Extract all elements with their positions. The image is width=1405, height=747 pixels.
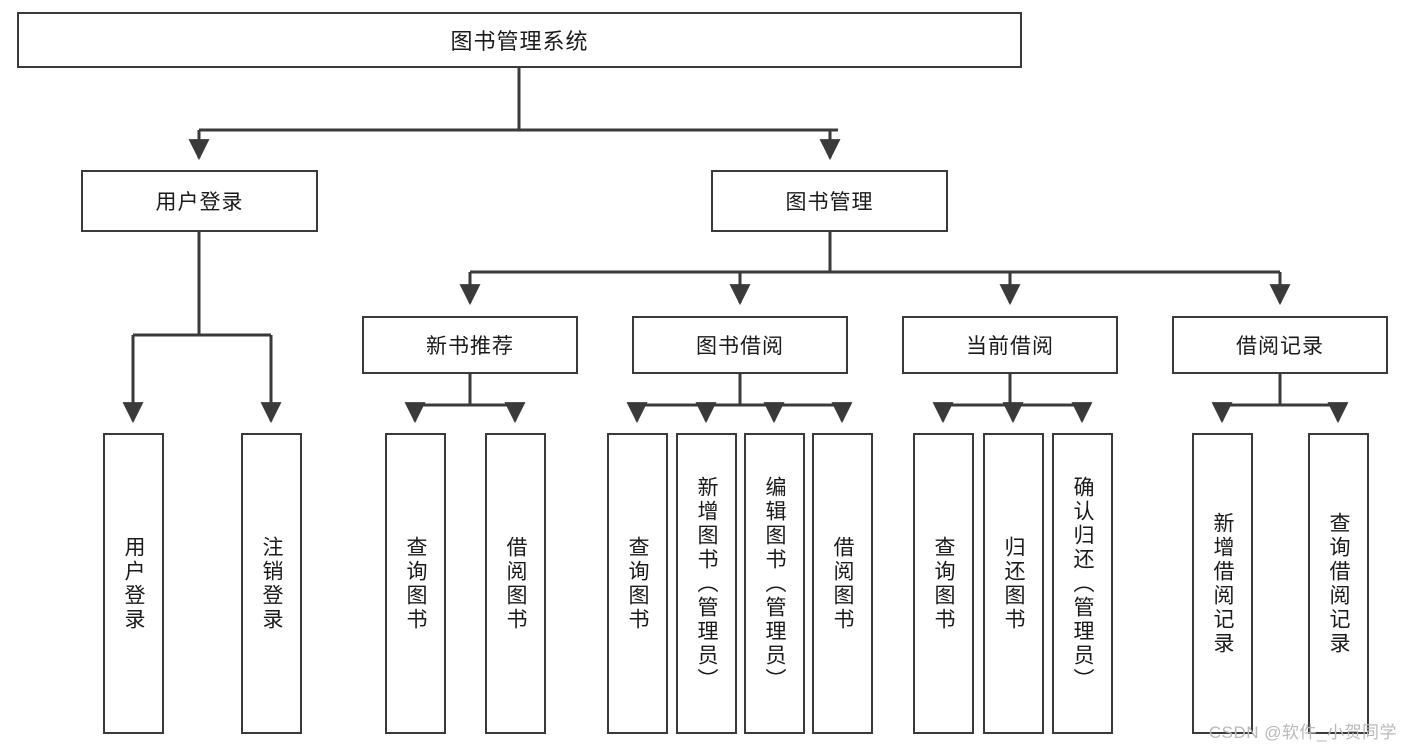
leaf-label: 确认归还（管理员）	[1071, 475, 1094, 692]
leaf-label: 新增图书（管理员）	[695, 475, 718, 692]
watermark-text: CSDN @软件_小贺同学	[1208, 723, 1397, 742]
leaf-label: 归还图书	[1002, 535, 1025, 632]
leaf-label: 借阅图书	[831, 535, 854, 632]
node-book-manage[interactable]: 图书管理	[711, 170, 948, 232]
node-new-book-recommend[interactable]: 新书推荐	[362, 316, 578, 374]
node-leaf-query-book-borrow[interactable]: 查询图书	[607, 433, 668, 734]
leaf-label: 注销登录	[260, 535, 283, 632]
leaf-label: 查询图书	[932, 535, 955, 632]
node-current-borrow[interactable]: 当前借阅	[902, 316, 1118, 374]
node-leaf-borrow-book[interactable]: 借阅图书	[812, 433, 873, 734]
leaf-label: 借阅图书	[504, 535, 527, 632]
node-leaf-user-login[interactable]: 用户登录	[103, 433, 164, 734]
node-borrow-record[interactable]: 借阅记录	[1172, 316, 1388, 374]
leaf-label: 用户登录	[122, 535, 145, 632]
node-leaf-query-borrow-record[interactable]: 查询借阅记录	[1308, 433, 1369, 734]
leaf-label: 查询借阅记录	[1327, 511, 1350, 656]
node-root-system[interactable]: 图书管理系统	[17, 12, 1022, 68]
node-leaf-borrow-book-new[interactable]: 借阅图书	[485, 433, 546, 734]
node-leaf-query-book-current[interactable]: 查询图书	[913, 433, 974, 734]
node-leaf-add-borrow-record[interactable]: 新增借阅记录	[1192, 433, 1253, 734]
node-book-borrow[interactable]: 图书借阅	[632, 316, 848, 374]
node-leaf-add-book-admin[interactable]: 新增图书（管理员）	[676, 433, 737, 734]
node-leaf-return-book[interactable]: 归还图书	[983, 433, 1044, 734]
leaf-label: 查询图书	[626, 535, 649, 632]
leaf-label: 查询图书	[404, 535, 427, 632]
node-leaf-query-book-new[interactable]: 查询图书	[385, 433, 446, 734]
node-leaf-logout-login[interactable]: 注销登录	[241, 433, 302, 734]
leaf-label: 新增借阅记录	[1211, 511, 1234, 656]
leaf-label: 编辑图书（管理员）	[763, 475, 786, 692]
node-user-login[interactable]: 用户登录	[81, 170, 318, 232]
node-leaf-edit-book-admin[interactable]: 编辑图书（管理员）	[744, 433, 805, 734]
node-leaf-confirm-return-admin[interactable]: 确认归还（管理员）	[1052, 433, 1113, 734]
